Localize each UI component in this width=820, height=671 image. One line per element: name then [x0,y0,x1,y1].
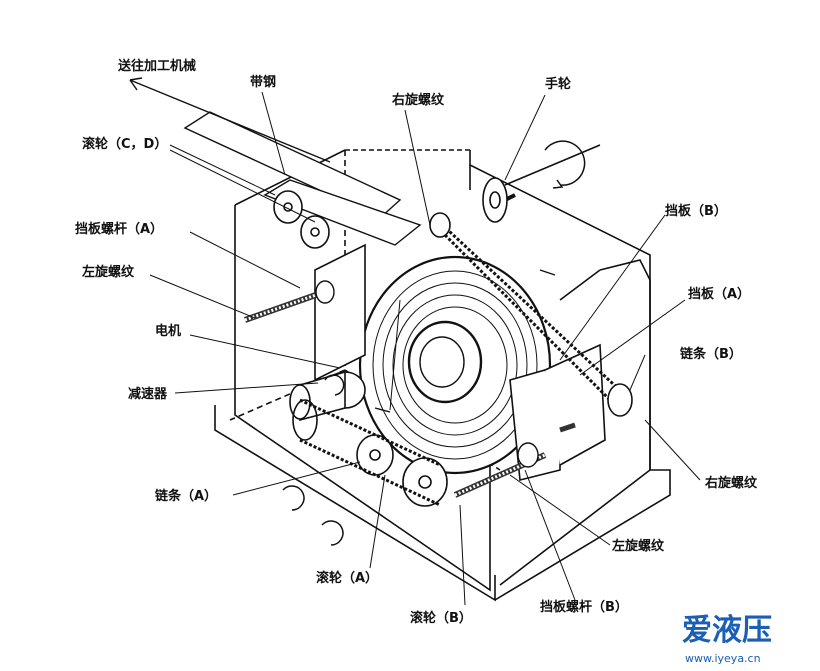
steel-strip [183,111,422,246]
label-steel-strip: 带钢 [250,74,276,90]
callout-labels: 送往加工机械 带钢 右旋螺纹 手轮 滚轮（C，D） 挡板（B） 挡板螺杆（A） … [75,58,758,626]
label-right-thread-top: 右旋螺纹 [391,92,445,108]
label-roller-a: 滚轮（A） [316,570,378,586]
label-baffle-screw-a: 挡板螺杆（A） [75,221,163,237]
label-reducer: 减速器 [128,386,168,402]
watermark-logo: 爱液压 www.iyeya.cn [682,613,772,665]
leader-lines [149,91,701,606]
label-baffle-b: 挡板（B） [665,203,727,219]
label-send-to-machine: 送往加工机械 [117,58,196,74]
steel-coil [358,255,552,475]
watermark-brand: 爱液压 [682,613,772,648]
screw-rods [244,280,576,498]
direction-arrows [129,77,556,413]
label-motor: 电机 [155,323,181,339]
label-left-thread-left: 左旋螺纹 [82,264,135,280]
rotation-arrows [282,140,586,546]
label-rollers-cd: 滚轮（C，D） [82,136,167,152]
label-baffle-a: 挡板（A） [688,286,750,302]
watermark-url: www.iyeya.cn [685,652,761,665]
handwheel [482,144,601,223]
label-baffle-screw-b: 挡板螺杆（B） [540,599,628,615]
label-chain-b: 链条（B） [679,346,742,362]
label-chain-a: 链条（A） [154,488,217,504]
label-handwheel: 手轮 [545,76,571,92]
label-left-thread-bottom: 左旋螺纹 [612,538,665,554]
label-right-thread-right: 右旋螺纹 [704,475,758,491]
label-roller-b: 滚轮（B） [410,610,472,626]
